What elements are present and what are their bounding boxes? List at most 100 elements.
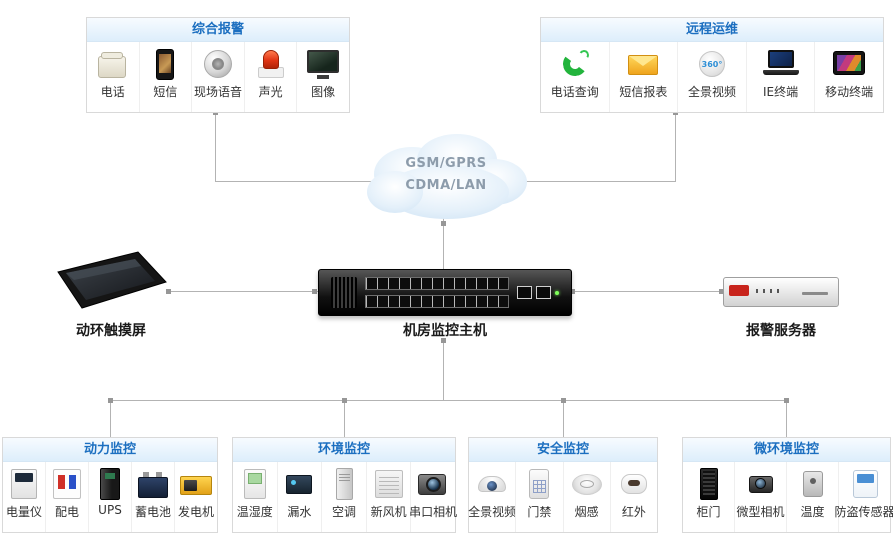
connector-line xyxy=(443,338,444,400)
alarm-server-device xyxy=(723,277,839,307)
connector-line xyxy=(344,400,345,437)
item-power-meter: 电量仪 xyxy=(3,462,45,532)
temp-humidity-sensor-icon xyxy=(235,467,275,503)
item-panoramic-video: 360° 全景视频 xyxy=(677,42,746,112)
item-label: 短信报表 xyxy=(619,85,668,99)
connector-line xyxy=(572,291,723,292)
host-port-rows xyxy=(365,277,509,308)
item-label: 电量仪 xyxy=(5,505,42,519)
power-monitoring-title: 动力监控 xyxy=(3,438,217,462)
item-label: 短信 xyxy=(153,85,178,99)
item-label: 配电 xyxy=(54,505,79,519)
item-label: 串口相机 xyxy=(409,505,458,519)
anti-theft-sensor-icon xyxy=(845,467,885,503)
micro-camera-icon xyxy=(741,467,781,503)
connector-node xyxy=(166,289,171,294)
server-led-row xyxy=(756,289,784,293)
item-label: 红外 xyxy=(621,505,646,519)
item-micro-camera: 微型相机 xyxy=(734,462,786,532)
item-sound-light: 声光 xyxy=(243,42,297,112)
item-label: 图像 xyxy=(311,85,336,99)
micro-env-monitoring-panel: 微环境监控 柜门 微型相机 温度 防盗传感器 xyxy=(682,437,893,533)
item-label: 温度 xyxy=(800,505,825,519)
generator-icon xyxy=(176,467,216,503)
host-uplink-ports xyxy=(517,286,559,299)
host-port-row-bottom xyxy=(365,295,509,308)
connector-node xyxy=(784,398,789,403)
power-monitoring-panel: 动力监控 电量仪 配电 UPS 蓄电池 发电机 xyxy=(2,437,218,533)
item-label: 发电机 xyxy=(177,505,214,519)
touchscreen-label: 动环触摸屏 xyxy=(76,323,146,339)
temperature-sensor-icon xyxy=(793,467,833,503)
item-label: 全景视频 xyxy=(468,505,517,519)
item-image: 图像 xyxy=(296,42,349,112)
ups-tower-icon xyxy=(90,467,130,503)
connector-node xyxy=(342,398,347,403)
security-monitoring-body: 全景视频 门禁 烟感 红外 xyxy=(468,462,657,532)
connector-line xyxy=(786,400,787,437)
item-generator: 发电机 xyxy=(174,462,217,532)
monitoring-host-label: 机房监控主机 xyxy=(403,323,487,339)
access-keypad-icon xyxy=(519,467,559,503)
monitoring-host-device xyxy=(318,269,572,316)
item-label: UPS xyxy=(98,503,122,517)
environment-monitoring-title: 环境监控 xyxy=(233,438,455,462)
micro-env-monitoring-title: 微环境监控 xyxy=(683,438,890,462)
cloud-network-label-1: GSM/GPRS xyxy=(405,156,487,171)
item-label: 门禁 xyxy=(527,505,552,519)
remote-ops-panel: 远程运维 电话查询 短信报表 360° 全景视频 IE终端 xyxy=(540,17,884,113)
item-power-distribution: 配电 xyxy=(45,462,88,532)
sfp-port xyxy=(536,286,551,299)
item-ups: UPS xyxy=(88,462,131,532)
cloud-network-label-2: CDMA/LAN xyxy=(405,178,487,193)
item-infrared: 红外 xyxy=(609,462,657,532)
connector-line xyxy=(215,181,405,182)
item-label: 烟感 xyxy=(574,505,599,519)
item-access-control: 门禁 xyxy=(515,462,562,532)
item-label: 柜门 xyxy=(696,505,721,519)
item-temp-humidity: 温湿度 xyxy=(233,462,277,532)
sfp-port xyxy=(517,286,532,299)
item-label: 移动终端 xyxy=(825,85,874,99)
connector-line xyxy=(675,113,676,181)
alarm-server-label: 报警服务器 xyxy=(746,323,816,339)
connector-node xyxy=(561,398,566,403)
item-fresh-air: 新风机 xyxy=(365,462,411,532)
cabinet-door-icon xyxy=(689,467,729,503)
item-label: 温湿度 xyxy=(236,505,273,519)
item-phone: 电话 xyxy=(87,42,139,112)
item-label: 空调 xyxy=(331,505,356,519)
connector-line xyxy=(110,400,111,437)
serial-camera-icon xyxy=(413,467,453,503)
item-label: 防盗传感器 xyxy=(834,505,893,519)
item-mobile-terminal: 移动终端 xyxy=(814,42,883,112)
host-front-panel xyxy=(331,277,559,308)
item-panoramic-video: 全景视频 xyxy=(468,462,517,532)
item-label: 现场语音 xyxy=(193,85,242,99)
battery-icon xyxy=(133,467,173,503)
item-label: 全景视频 xyxy=(687,85,736,99)
camera-360-icon-text: 360° xyxy=(701,60,723,69)
item-label: 电话 xyxy=(100,85,125,99)
item-label: IE终端 xyxy=(763,85,799,99)
power-monitoring-body: 电量仪 配电 UPS 蓄电池 发电机 xyxy=(3,462,217,532)
item-label: 漏水 xyxy=(287,505,312,519)
power-meter-icon xyxy=(4,467,44,503)
item-temperature: 温度 xyxy=(786,462,838,532)
strobe-alarm-icon xyxy=(251,47,291,83)
host-vent-grille xyxy=(331,277,357,308)
green-handset-icon xyxy=(555,47,595,83)
smartphone-icon xyxy=(145,47,185,83)
item-smoke-sensor: 烟感 xyxy=(562,462,610,532)
environment-monitoring-body: 温湿度 漏水 空调 新风机 串口相机 xyxy=(233,462,458,532)
network-cloud: GSM/GPRS CDMA/LAN xyxy=(362,130,530,226)
remote-ops-panel-body: 电话查询 短信报表 360° 全景视频 IE终端 移动终端 xyxy=(541,42,883,112)
alarm-panel: 综合报警 电话 短信 现场语音 声光 图像 xyxy=(86,17,350,113)
camera-360-icon: 360° xyxy=(692,47,732,83)
item-cabinet-door: 柜门 xyxy=(683,462,734,532)
item-label: 蓄电池 xyxy=(134,505,171,519)
environment-monitoring-panel: 环境监控 温湿度 漏水 空调 新风机 串口相机 xyxy=(232,437,458,533)
alarm-panel-body: 电话 短信 现场语音 声光 图像 xyxy=(87,42,349,112)
connector-node xyxy=(108,398,113,403)
laptop-icon xyxy=(761,47,801,83)
